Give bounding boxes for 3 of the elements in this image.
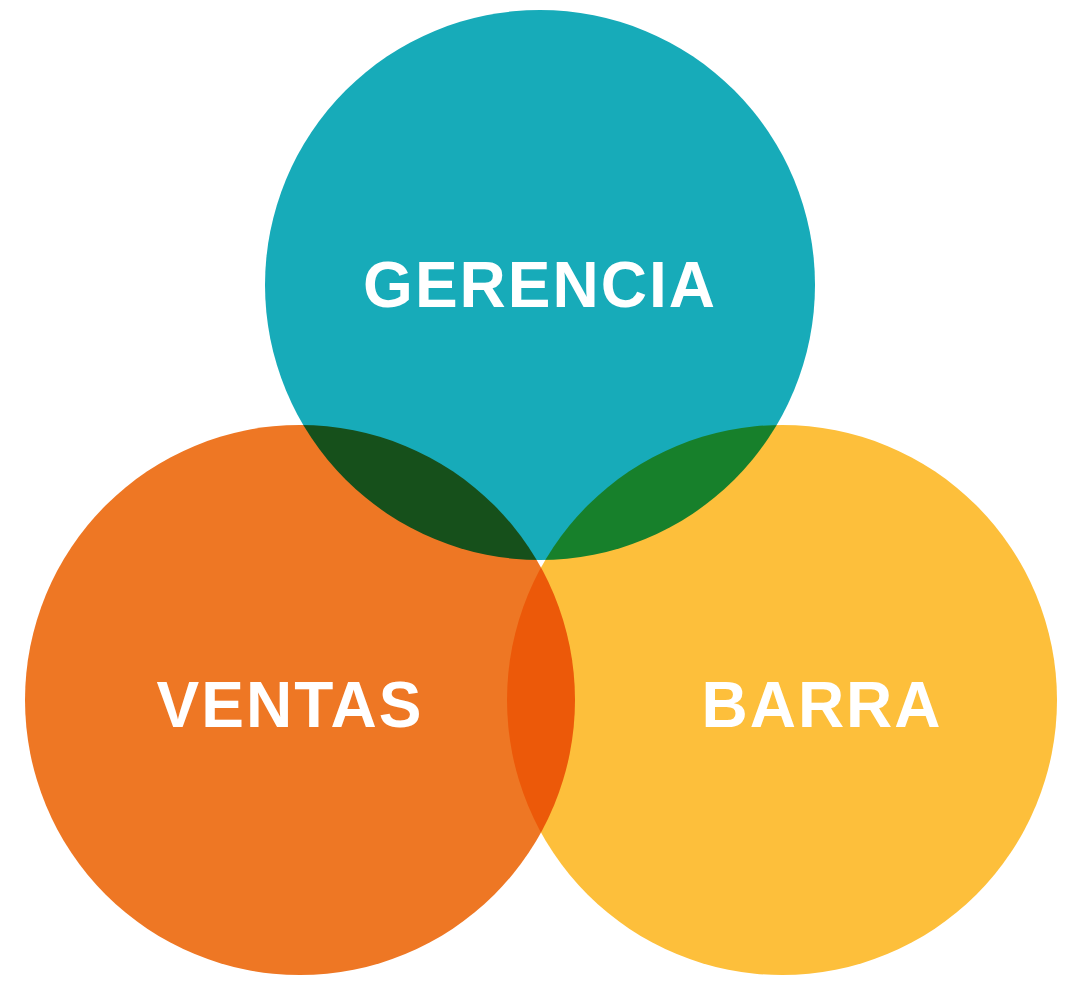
circle-label: GERENCIA	[363, 248, 717, 322]
circle-label: BARRA	[701, 668, 943, 742]
circle-label: VENTAS	[156, 668, 424, 742]
